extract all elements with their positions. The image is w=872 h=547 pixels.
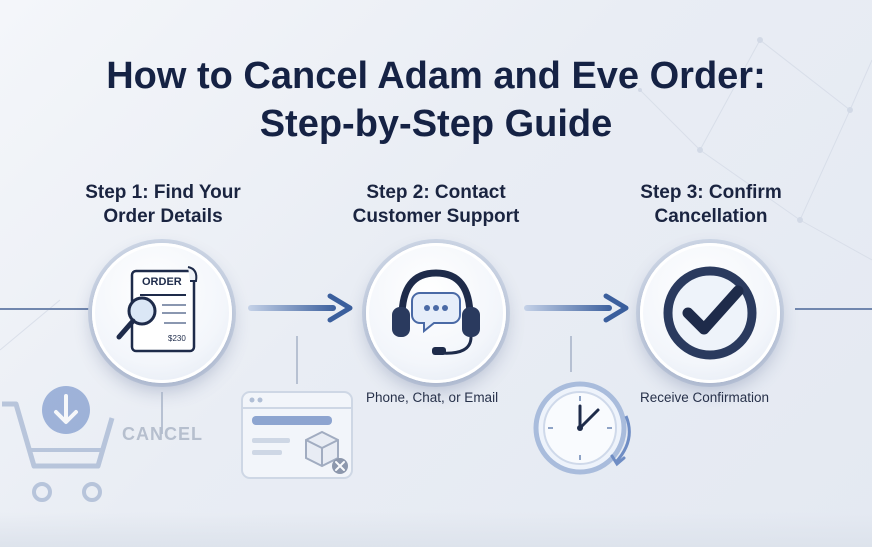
step-2-caption: Phone, Chat, or Email xyxy=(366,390,499,405)
arrow-step2-to-step3 xyxy=(524,293,629,323)
bottom-shade-band xyxy=(0,512,872,547)
title-line-1: How to Cancel Adam and Eve Order: xyxy=(106,55,766,97)
step-2-label-line-2: Customer Support xyxy=(352,206,520,227)
step-1-label: Step 1: Find Your Order Details xyxy=(48,181,278,229)
step-1-label-line-2: Order Details xyxy=(103,206,223,227)
headset-chat-icon xyxy=(392,269,480,355)
receipt-title: ORDER xyxy=(142,276,182,288)
title-line-2: Step-by-Step Guide xyxy=(259,103,613,145)
arrow-step1-to-step2 xyxy=(248,293,353,323)
cancel-label: CANCEL xyxy=(122,424,203,444)
order-receipt-magnifier-icon: ORDER $230 xyxy=(116,266,198,353)
step-2-label-line-1: Step 2: Contact xyxy=(366,182,506,203)
step-3-caption: Receive Confirmation xyxy=(640,390,770,405)
step-3-label: Step 3: Confirm Cancellation xyxy=(596,181,826,229)
clock-icon xyxy=(533,381,631,475)
page-title: How to Cancel Adam and Eve Order: Step-b… xyxy=(0,52,872,148)
step-3-circle xyxy=(640,243,780,383)
step-2-label: Step 2: Contact Customer Support xyxy=(321,181,551,229)
browser-package-cancel-icon xyxy=(241,391,353,479)
step-3-label-line-2: Cancellation xyxy=(654,206,768,227)
step-1-circle: ORDER $230 xyxy=(92,243,232,383)
step-1-label-line-1: Step 1: Find Your xyxy=(85,182,241,203)
vertical-dividers xyxy=(161,336,572,434)
checkmark-icon xyxy=(663,266,757,360)
connector-lines xyxy=(0,308,872,310)
step-2-circle xyxy=(366,243,506,383)
shopping-cart-download-icon xyxy=(2,386,115,502)
receipt-amount: $230 xyxy=(168,334,186,343)
step-3-label-line-1: Step 3: Confirm xyxy=(640,182,782,203)
